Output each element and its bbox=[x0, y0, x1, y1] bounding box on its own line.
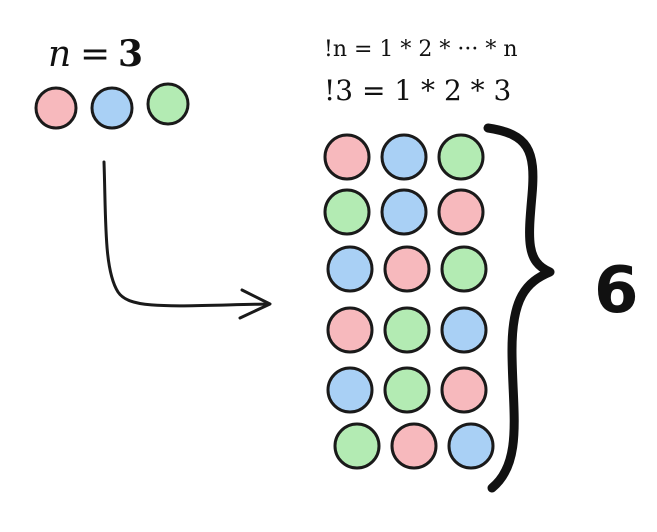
input-ball-blue bbox=[90, 86, 134, 130]
permutation-ball-blue bbox=[326, 245, 374, 293]
permutation-row bbox=[323, 133, 485, 181]
permutation-ball-red bbox=[440, 366, 488, 414]
input-ball-red bbox=[34, 86, 78, 130]
curved-arrow-icon bbox=[102, 160, 272, 320]
permutation-ball-blue bbox=[380, 188, 428, 236]
permutation-ball-blue bbox=[440, 306, 488, 354]
permutation-ball-red bbox=[437, 188, 485, 236]
permutation-ball-green bbox=[440, 245, 488, 293]
permutation-ball-blue bbox=[380, 133, 428, 181]
permutation-grid bbox=[323, 133, 495, 470]
n-variable: n bbox=[48, 34, 71, 75]
permutation-ball-blue bbox=[326, 366, 374, 414]
permutation-ball-red bbox=[323, 133, 371, 181]
permutation-ball-green bbox=[437, 133, 485, 181]
permutation-row bbox=[333, 422, 495, 470]
permutation-row bbox=[326, 245, 488, 293]
formula-specific: !3 = 1 * 2 * 3 bbox=[324, 74, 511, 107]
permutation-count: 6 bbox=[594, 254, 639, 328]
permutation-ball-red bbox=[390, 422, 438, 470]
permutation-ball-green bbox=[383, 366, 431, 414]
right-curly-brace-icon bbox=[483, 123, 555, 493]
permutation-row bbox=[326, 366, 488, 414]
permutation-row bbox=[326, 306, 488, 354]
input-ball-green bbox=[146, 82, 190, 126]
permutation-ball-blue bbox=[447, 422, 495, 470]
input-ball-set bbox=[34, 82, 190, 130]
permutation-row bbox=[323, 188, 485, 236]
formula-general: !n = 1 * 2 * ··· * n bbox=[324, 37, 518, 62]
permutation-ball-red bbox=[383, 245, 431, 293]
permutation-ball-green bbox=[323, 188, 371, 236]
permutation-ball-green bbox=[383, 306, 431, 354]
permutation-ball-green bbox=[333, 422, 381, 470]
permutation-ball-red bbox=[326, 306, 374, 354]
equals-sign: = bbox=[80, 34, 110, 75]
n-label: n = 3 bbox=[48, 33, 143, 75]
n-value: 3 bbox=[118, 33, 143, 75]
